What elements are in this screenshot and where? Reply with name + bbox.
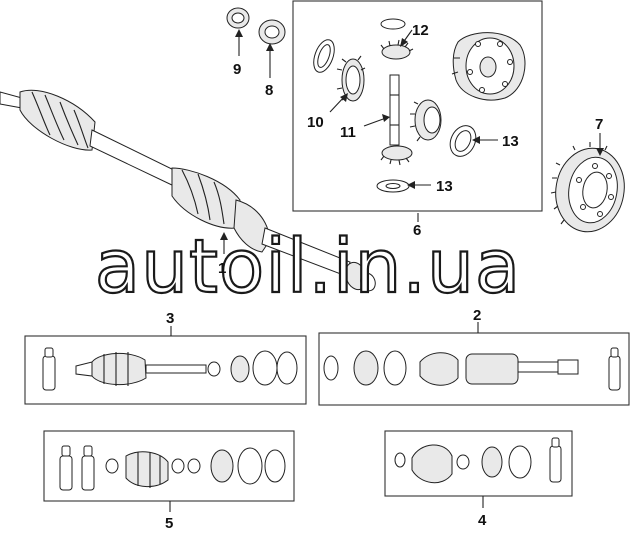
callout-7: 7 [595,116,603,133]
callout-11: 11 [340,124,356,141]
callout-2: 2 [473,307,481,324]
kit-4-parts [394,437,562,484]
pinion-shaft [389,74,400,146]
thrust-washer-left-inner [317,44,331,68]
callout-3: 3 [166,310,174,327]
callout-8: 8 [265,82,273,99]
callout-9: 9 [233,61,241,78]
callout-10: 10 [307,114,324,131]
kit-3-parts [42,347,298,391]
seal-8 [258,19,286,45]
callout-13-lower: 13 [436,178,453,195]
callout-4: 4 [478,512,487,529]
watermark-text: autoil.in.ua [95,224,521,310]
kit-5-parts [59,445,286,491]
leader-lines [169,29,604,512]
axle-shaft-assembly [0,89,376,292]
seal-9 [226,7,250,29]
callout-12: 12 [412,22,429,39]
ring-gear [550,142,625,233]
pinion-gear-top [380,18,414,60]
callout-6: 6 [413,222,421,239]
pinion-gear-bottom [380,145,413,166]
thrust-washer-right-inner [454,130,472,152]
callout-13-upper: 13 [502,133,519,150]
side-gear-right [409,99,442,142]
callout-5: 5 [165,515,173,532]
kit-2-parts [323,347,621,391]
thrust-washer-bottom-inner [385,183,401,189]
callout-1: 1 [218,260,226,277]
differential-case [451,32,526,101]
